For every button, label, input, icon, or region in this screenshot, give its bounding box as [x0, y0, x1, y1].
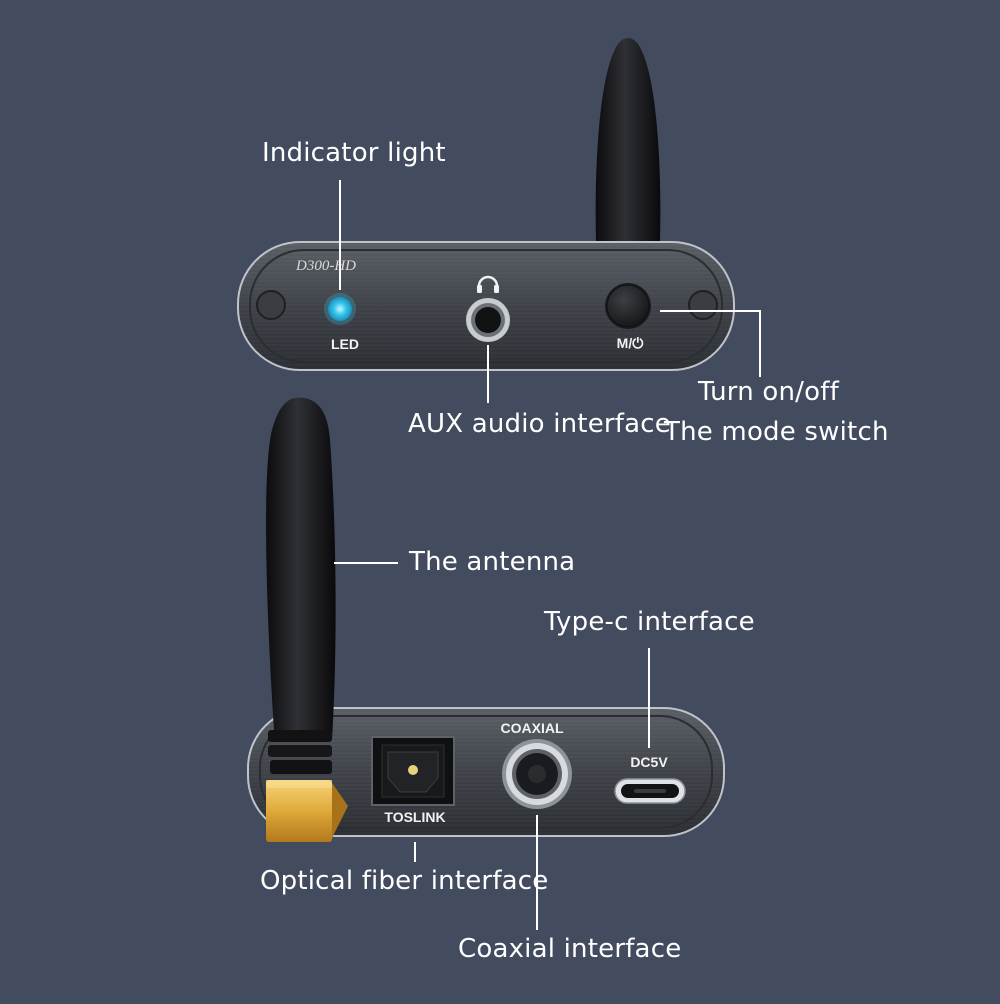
coaxial-interface-label: Coaxial interface	[458, 934, 682, 964]
antenna-label: The antenna	[409, 547, 576, 577]
indicator-light-label: Indicator light	[262, 138, 446, 168]
mode-switch-line	[660, 310, 761, 377]
top-antenna	[595, 38, 661, 242]
type-c-interface-label: Type-c interface	[544, 607, 755, 637]
optical-fiber-interface-label: Optical fiber interface	[260, 866, 549, 896]
coaxial-label: COAXIAL	[501, 720, 564, 736]
antenna	[266, 397, 348, 842]
led-label: LED	[331, 336, 359, 352]
gold-connector	[266, 780, 332, 842]
gold-connector-side	[330, 780, 348, 842]
toslink-pin	[408, 765, 418, 775]
turn-on-off-label: Turn on/off	[698, 377, 839, 407]
toslink-label: TOSLINK	[384, 809, 445, 825]
aux-audio-interface-label: AUX audio interface	[408, 409, 671, 439]
dc5v-label: DC5V	[630, 754, 668, 770]
led-indicator	[328, 297, 352, 321]
mode-button	[606, 284, 650, 328]
headphone-icon	[477, 275, 499, 293]
mode-switch-label: The mode switch	[664, 417, 889, 447]
mode-label: M/⏻	[617, 335, 644, 351]
screw-right	[688, 290, 718, 320]
aux-jack-hole	[475, 307, 501, 333]
screw-left	[256, 290, 286, 320]
callout-lines	[334, 180, 761, 930]
model-name: D300-HD	[295, 258, 356, 274]
